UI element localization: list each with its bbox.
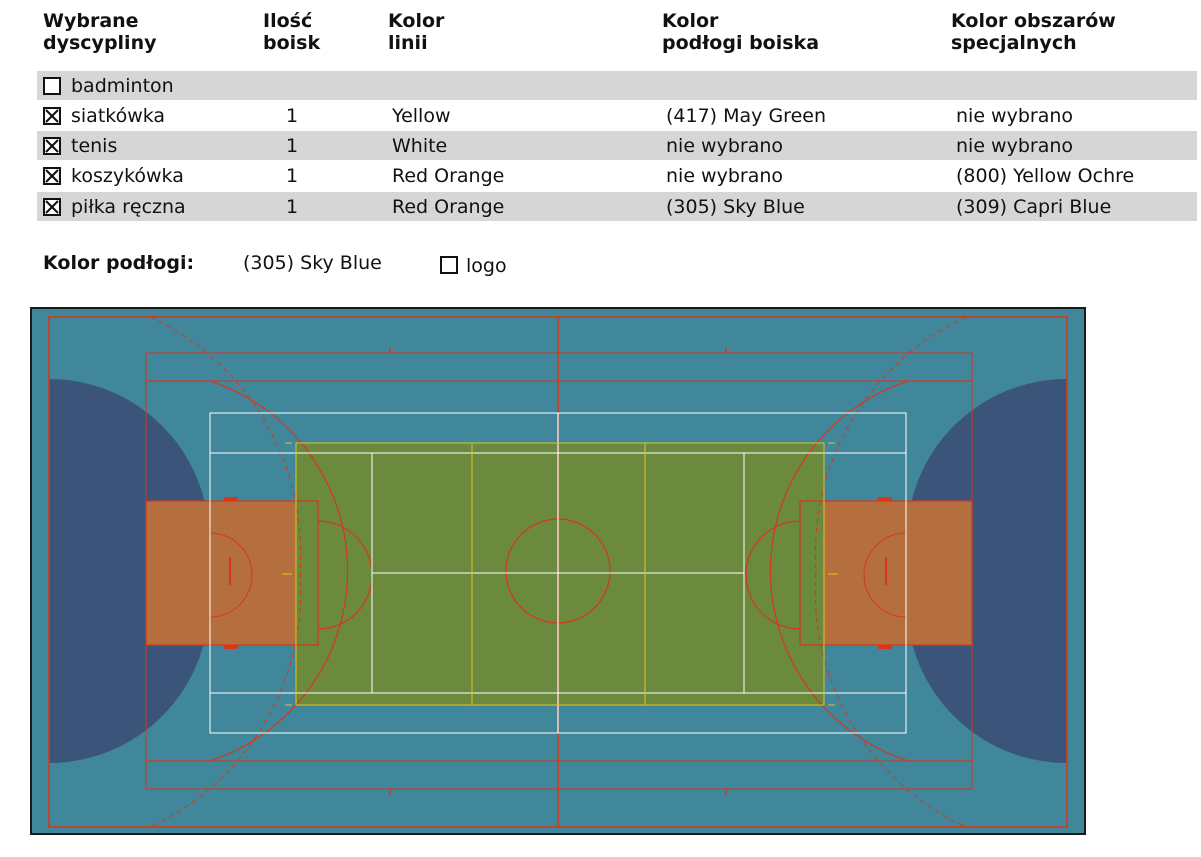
checkmark-x-icon	[45, 139, 59, 153]
special-color: (309) Capri Blue	[956, 196, 1112, 218]
header-special-color: Kolor obszarów specjalnych	[951, 10, 1116, 54]
courts-count: 1	[286, 135, 299, 157]
checkbox-siatkowka[interactable]	[43, 107, 61, 125]
court-svg	[30, 307, 1086, 835]
courts-count: 1	[286, 196, 299, 218]
header-disciplines: Wybrane dyscypliny	[43, 10, 157, 54]
discipline-name: siatkówka	[71, 105, 166, 127]
table-row: koszykówka 1 Red Orange nie wybrano (800…	[37, 161, 1197, 190]
checkbox-badminton[interactable]	[43, 77, 61, 95]
basket-key-left	[146, 501, 318, 645]
volleyball-boundary	[295, 442, 825, 706]
handball-free-throw-right	[814, 316, 967, 828]
line-color: Red Orange	[392, 196, 505, 218]
table-row: siatkówka 1 Yellow (417) May Green nie w…	[37, 101, 1197, 130]
checkmark-x-icon	[45, 200, 59, 214]
checkbox-pilka-reczna[interactable]	[43, 198, 61, 216]
floor-color: (305) Sky Blue	[666, 196, 805, 218]
no-charge-arc-left	[209, 532, 253, 618]
handball-area-right	[907, 379, 1067, 763]
courts-count: 1	[286, 165, 299, 187]
key-mark-right-top	[878, 497, 892, 501]
key-mark-left-top	[224, 497, 238, 501]
handball-area-left	[49, 379, 209, 763]
special-color: nie wybrano	[956, 135, 1074, 157]
volleyball-court	[296, 443, 824, 705]
discipline-name: tenis	[71, 135, 118, 157]
header-line-color: Kolor linii	[388, 10, 445, 54]
checkmark-x-icon	[45, 109, 59, 123]
logo-checkbox[interactable]	[440, 256, 458, 274]
floor-color: nie wybrano	[666, 165, 784, 187]
courts-count: 1	[286, 105, 299, 127]
free-throw-circle-right	[745, 520, 801, 630]
table-row: tenis 1 White nie wybrano nie wybrano	[37, 131, 1197, 160]
line-color: Red Orange	[392, 165, 505, 187]
special-color: nie wybrano	[956, 105, 1074, 127]
floor-color-label: Kolor podłogi:	[43, 252, 195, 274]
table-row: piłka ręczna 1 Red Orange (305) Sky Blue…	[37, 192, 1197, 221]
discipline-name: koszykówka	[71, 165, 184, 187]
header-courts: Ilość boisk	[263, 10, 321, 54]
table-row: badminton	[37, 71, 1197, 100]
special-color: (800) Yellow Ochre	[956, 165, 1135, 187]
floor-color: (417) May Green	[666, 105, 826, 127]
discipline-name: badminton	[71, 75, 174, 97]
logo-label: logo	[466, 255, 507, 277]
floor-color-value: (305) Sky Blue	[243, 252, 382, 274]
court-preview	[30, 307, 1086, 835]
floor-color: nie wybrano	[666, 135, 784, 157]
key-mark-right-bottom	[878, 645, 892, 649]
line-color: Yellow	[392, 105, 451, 127]
discipline-name: piłka ręczna	[71, 196, 186, 218]
header-floor-color: Kolor podłogi boiska	[662, 10, 820, 54]
checkmark-x-icon	[45, 169, 59, 183]
checkbox-koszykowka[interactable]	[43, 167, 61, 185]
key-mark-left-bottom	[224, 645, 238, 649]
line-color: White	[392, 135, 448, 157]
handball-free-throw-left	[149, 316, 302, 828]
no-charge-arc-right	[863, 532, 907, 618]
checkbox-tenis[interactable]	[43, 137, 61, 155]
